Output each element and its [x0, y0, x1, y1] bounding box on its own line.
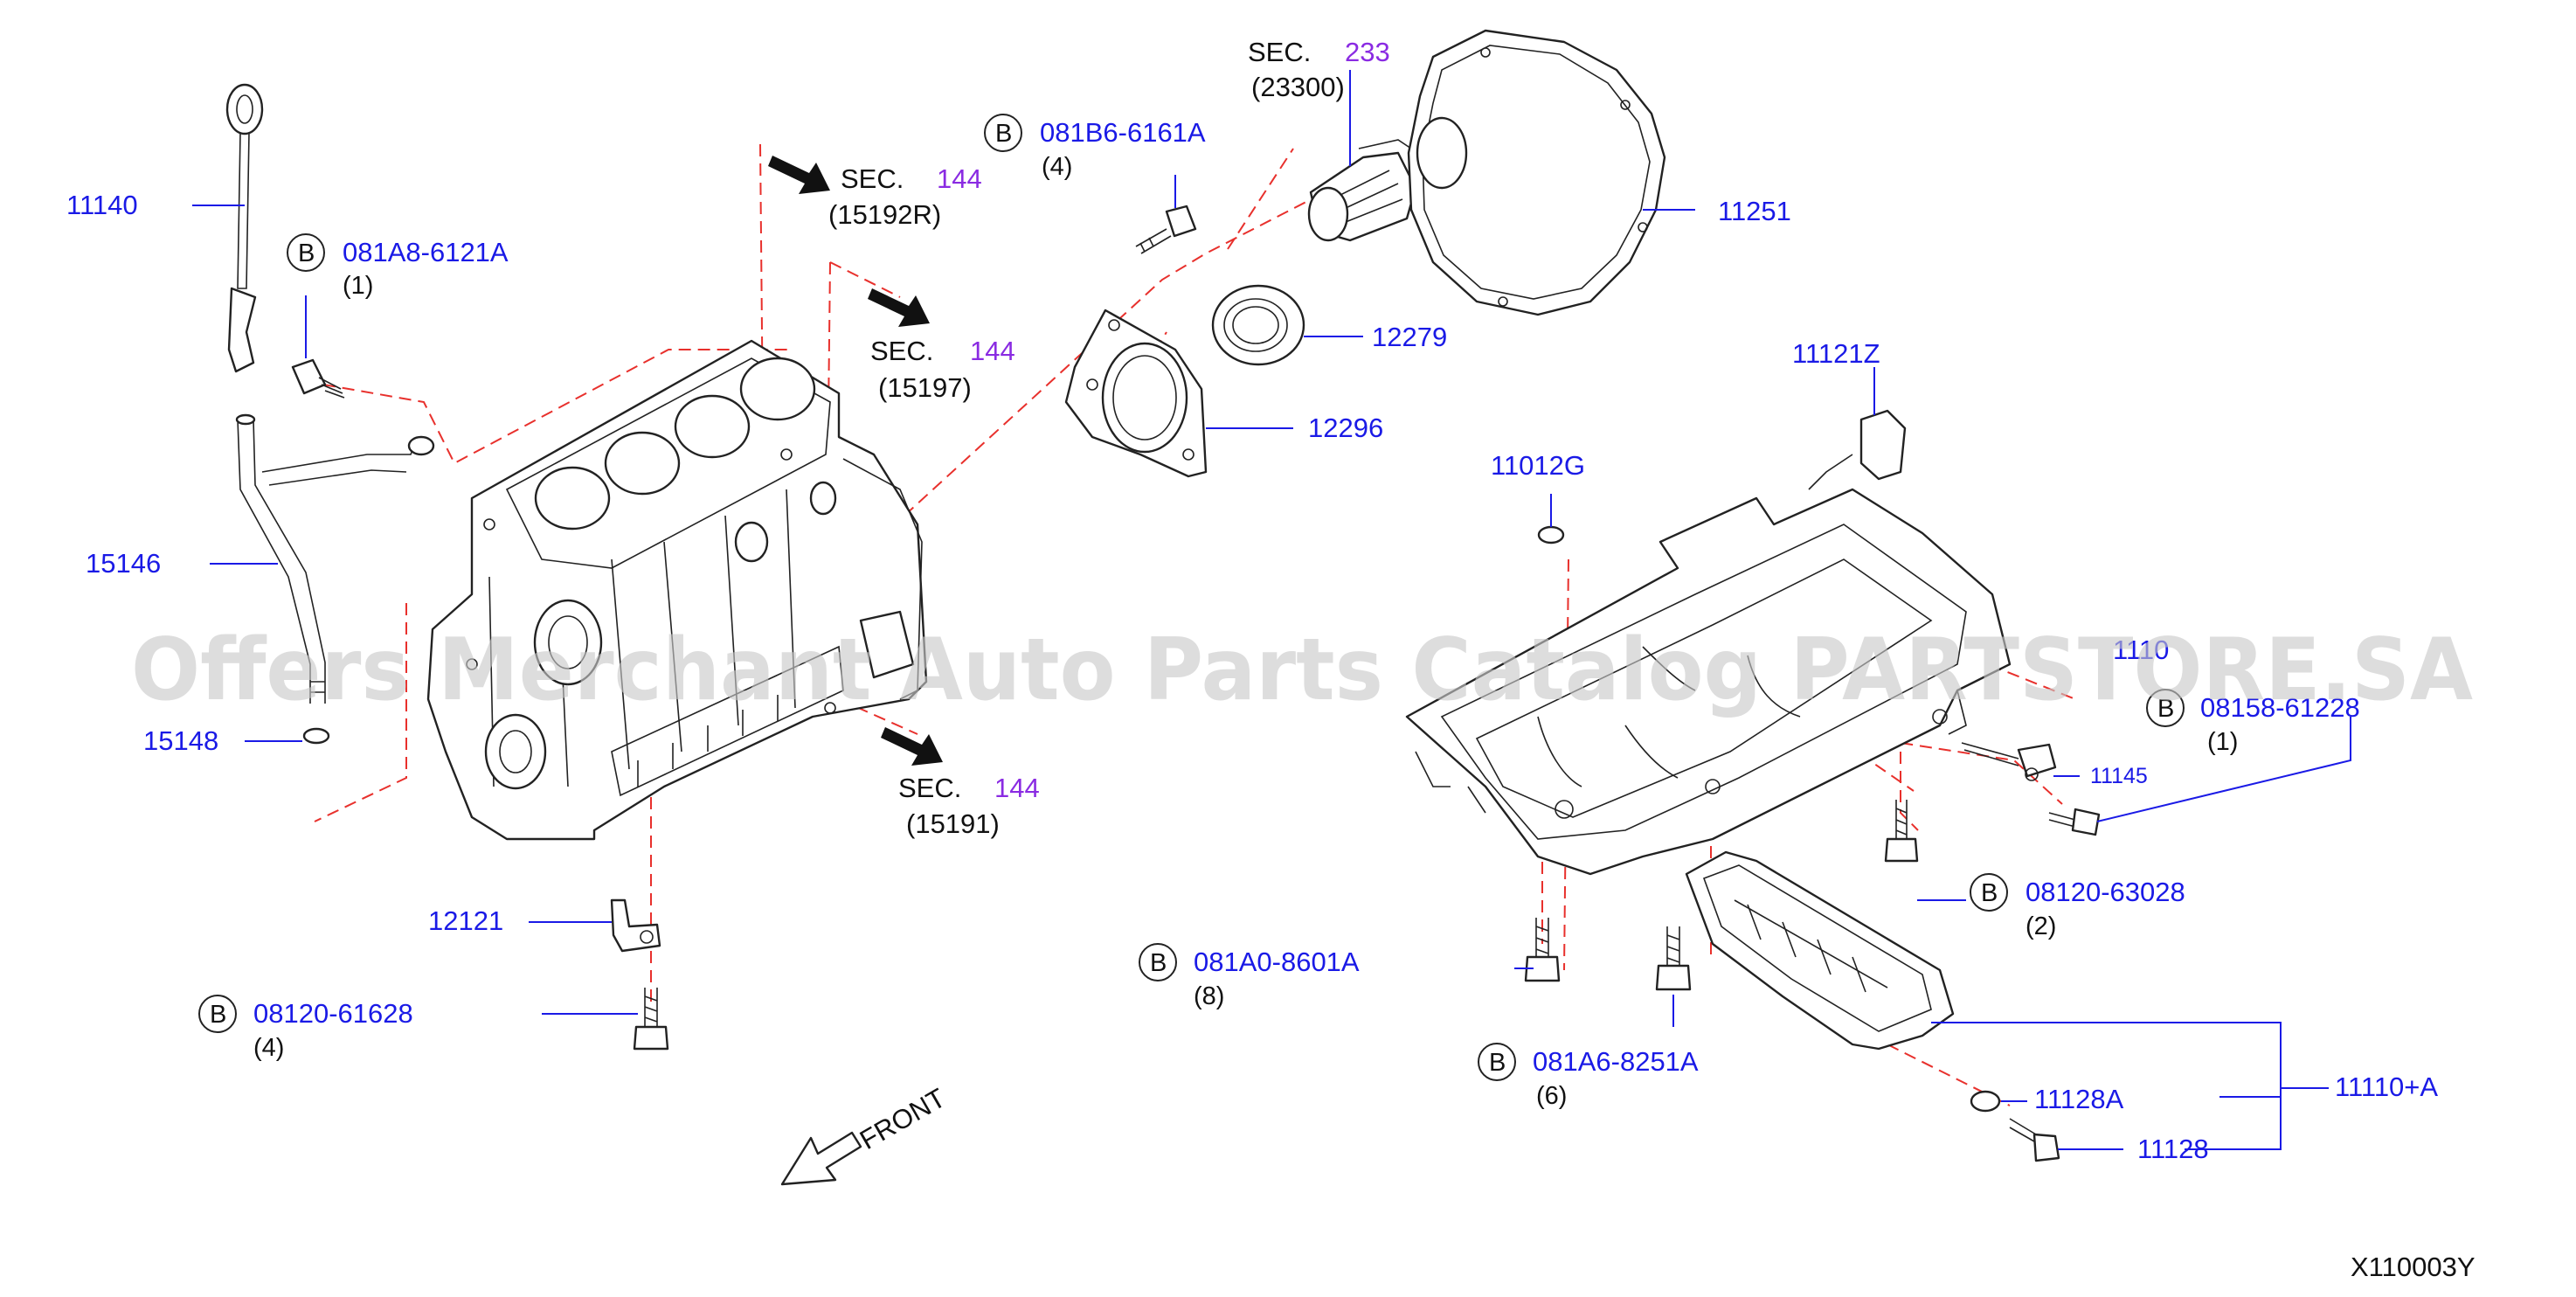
- label-081a8-6121a: 081A8-6121A: [343, 237, 509, 267]
- oil-seal-12279: [1211, 284, 1305, 366]
- oil-strainer-11121z: [1808, 409, 1907, 490]
- label-11140: 11140: [66, 190, 138, 220]
- label-15146: 15146: [86, 548, 161, 579]
- sec-number-233: 233: [1345, 37, 1390, 67]
- label-11251: 11251: [1718, 196, 1791, 226]
- oil-pan-upper: [1405, 488, 2012, 876]
- badge-b-5: B: [1489, 1049, 1506, 1077]
- sec-label-144a: SEC.: [841, 163, 904, 194]
- qty-081a6-8251a: (6): [1536, 1082, 1567, 1110]
- label-081a6-8251a: 081A6-8251A: [1533, 1046, 1699, 1077]
- bolt-081b6: [1135, 205, 1197, 254]
- badge-b-1: B: [298, 239, 315, 267]
- label-12279: 12279: [1372, 322, 1447, 352]
- label-1110: 1110: [2113, 635, 2169, 665]
- sec-number-144c: 144: [994, 773, 1040, 803]
- bolt-081a0: [1524, 918, 1561, 982]
- badge-b-3: B: [210, 1001, 226, 1029]
- label-08120-61628: 08120-61628: [253, 998, 413, 1029]
- label-081a0-8601a: 081A0-8601A: [1194, 947, 1360, 977]
- bolt-081a6: [1655, 926, 1692, 991]
- dipstick: [225, 83, 264, 373]
- labels: 11140 15146 15148 12121 11251 12279 1229…: [66, 37, 2476, 1282]
- bolt-08120-63028: [1884, 800, 1919, 863]
- label-11128a: 11128A: [2034, 1084, 2124, 1114]
- qty-081b6-6161a: (4): [1042, 153, 1072, 181]
- adapter-plate: [1407, 29, 1666, 316]
- washer-11012g: [1537, 525, 1565, 544]
- diagram-code: X110003Y: [2351, 1252, 2476, 1282]
- qty-08158-61228: (1): [2207, 728, 2238, 756]
- label-11128: 11128: [2137, 1134, 2209, 1164]
- label-15148: 15148: [143, 725, 218, 756]
- oil-pan-lower: [1685, 850, 1955, 1051]
- sec-ref-23300: (23300): [1251, 72, 1345, 102]
- label-081b6-6161a: 081B6-6161A: [1040, 117, 1206, 148]
- starter-motor: [1307, 139, 1417, 242]
- o-ring-15148: [302, 727, 330, 745]
- leader-lines: [192, 70, 2351, 1150]
- badge-b-2: B: [995, 120, 1012, 148]
- watermark-text: Offers Merchant Auto Parts Catalog PARTS…: [131, 621, 2473, 720]
- qty-081a0-8601a: (8): [1194, 982, 1224, 1010]
- label-08120-63028: 08120-63028: [2025, 877, 2185, 907]
- sec-ref-15197: (15197): [878, 372, 972, 403]
- label-11110a: 11110+A: [2335, 1072, 2438, 1102]
- sec-ref-15192r: (15192R): [828, 199, 941, 230]
- rear-oil-seal-retainer: [1064, 309, 1208, 478]
- bolt-08120-61628: [633, 988, 669, 1051]
- bolt-08158: [2048, 808, 2101, 836]
- qty-081a8-6121a: (1): [343, 272, 373, 300]
- drain-plug-11128: [2009, 1118, 2060, 1162]
- badge-b-4: B: [1150, 949, 1167, 977]
- dipstick-tube: [235, 413, 435, 704]
- sec-label-144b: SEC.: [870, 336, 933, 366]
- cylinder-block: [426, 339, 928, 841]
- label-11145: 11145: [2090, 764, 2148, 788]
- oil-level-sensor: [1961, 742, 2057, 781]
- front-label: FRONT: [855, 1082, 951, 1155]
- sec-ref-15191: (15191): [906, 808, 1000, 839]
- label-11121z: 11121Z: [1792, 338, 1880, 369]
- label-12296: 12296: [1308, 413, 1383, 443]
- sec-number-144b: 144: [970, 336, 1015, 366]
- label-08158-61228: 08158-61228: [2200, 692, 2360, 723]
- bolt-081a8: [291, 358, 345, 399]
- section-arrows: [768, 156, 943, 766]
- drain-washer-11128a: [1970, 1090, 2001, 1113]
- qty-08120-61628: (4): [253, 1034, 284, 1062]
- sec-number-144a: 144: [937, 163, 982, 194]
- badge-b-7: B: [2157, 695, 2174, 723]
- label-12121: 12121: [428, 905, 503, 936]
- bolt-badges: [198, 114, 2185, 1081]
- front-direction-arrow: [780, 1131, 862, 1186]
- sec-label-233: SEC.: [1248, 37, 1311, 67]
- badge-b-6: B: [1981, 879, 1998, 907]
- qty-08120-63028: (2): [2025, 912, 2056, 940]
- bracket-12121: [610, 898, 661, 953]
- label-11012g: 11012G: [1491, 450, 1585, 481]
- sec-label-144c: SEC.: [898, 773, 961, 803]
